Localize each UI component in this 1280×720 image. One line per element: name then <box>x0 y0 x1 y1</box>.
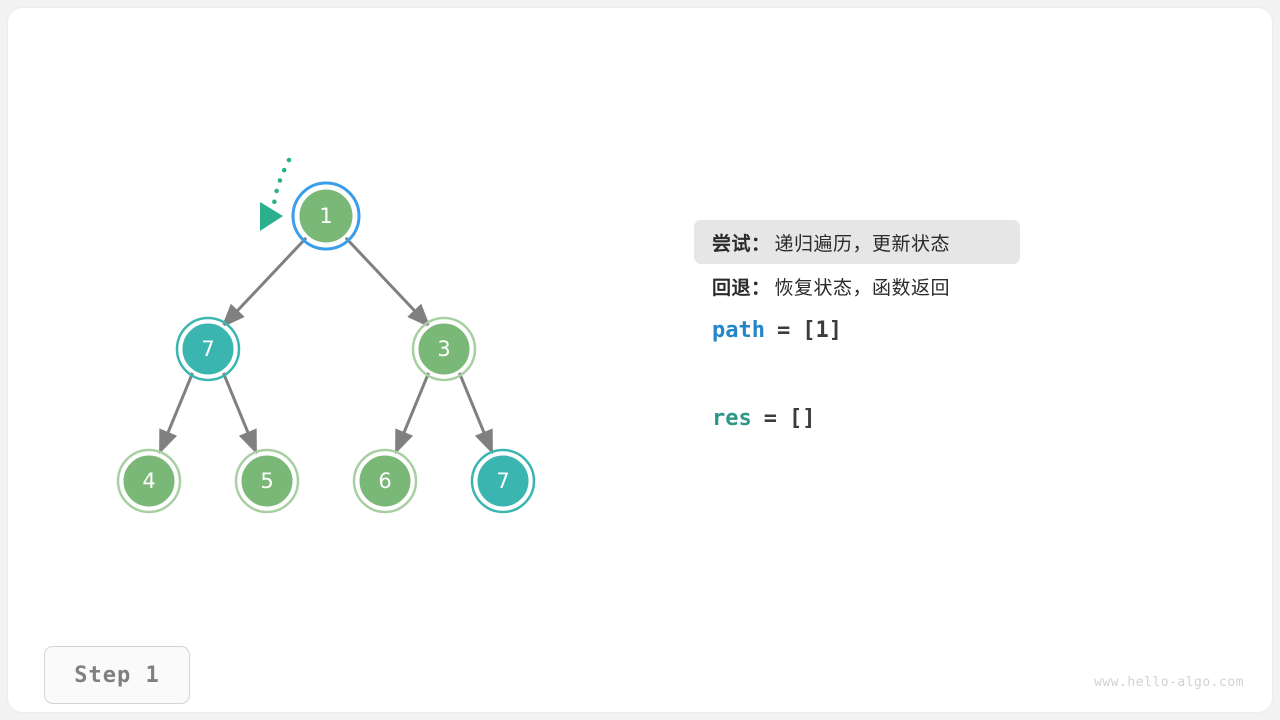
tree-edges <box>158 235 494 455</box>
watermark: www.hello-algo.com <box>1094 675 1244 690</box>
node-circle <box>415 320 473 378</box>
info-row-try: 尝试： 递归遍历，更新状态 <box>694 220 1020 264</box>
node-ring <box>411 316 477 382</box>
variable-name-res: res <box>712 405 752 431</box>
variable-equals-res: = <box>763 405 777 431</box>
edge-7l-to-5 <box>221 371 258 455</box>
edge-1-to-3 <box>343 235 431 328</box>
edge-7l-to-4 <box>158 371 195 455</box>
traversal-pointer-icon <box>260 157 292 231</box>
node-label: 6 <box>378 469 391 493</box>
node-ring <box>234 448 300 514</box>
info-row-backtrack: 回退： 恢复状态，函数返回 <box>694 264 1234 308</box>
variable-row-res: res = [] <box>694 396 1234 440</box>
edge-3-to-6 <box>394 371 431 455</box>
edge-3-to-7r <box>457 371 494 455</box>
info-row-try-body: 递归遍历，更新状态 <box>774 232 951 255</box>
node-label: 3 <box>437 337 450 361</box>
node-label: 7 <box>496 469 509 493</box>
node-label: 7 <box>201 337 214 361</box>
tree-node-7-left[interactable]: 7 <box>175 316 241 382</box>
state-info-panel: 尝试： 递归遍历，更新状态 回退： 恢复状态，函数返回 path = [1] r… <box>694 220 1234 440</box>
binary-tree-diagram: 1 7 3 4 5 6 7 <box>116 157 536 514</box>
variable-value-res: [] <box>789 405 816 431</box>
info-spacer <box>694 352 1234 396</box>
node-ring <box>116 448 182 514</box>
tree-node-4[interactable]: 4 <box>116 448 182 514</box>
node-circle <box>238 452 296 510</box>
tree-node-1[interactable]: 1 <box>291 181 361 251</box>
node-circle <box>120 452 178 510</box>
tree-node-5[interactable]: 5 <box>234 448 300 514</box>
variable-equals-path: = <box>776 317 791 343</box>
node-label: 1 <box>319 204 332 228</box>
node-active-ring <box>291 181 361 251</box>
info-row-backtrack-body: 恢复状态，函数返回 <box>774 276 951 299</box>
node-ring <box>470 448 536 514</box>
info-row-backtrack-label: 回退： <box>712 276 771 299</box>
node-circle <box>474 452 532 510</box>
tree-node-7-right[interactable]: 7 <box>470 448 536 514</box>
node-label: 4 <box>142 469 155 493</box>
step-badge-label: Step 1 <box>74 662 160 688</box>
step-badge: Step 1 <box>44 646 190 704</box>
tree-node-3[interactable]: 3 <box>411 316 477 382</box>
node-ring <box>175 316 241 382</box>
watermark-text: www.hello-algo.com <box>1094 675 1244 690</box>
node-ring <box>352 448 418 514</box>
node-label: 5 <box>260 469 273 493</box>
variable-name-path: path <box>712 317 765 343</box>
variable-value-path: [1] <box>802 317 842 343</box>
node-circle <box>296 186 356 246</box>
info-row-try-label: 尝试： <box>712 232 771 255</box>
edge-1-to-7l <box>221 235 309 328</box>
node-circle <box>356 452 414 510</box>
variable-row-path: path = [1] <box>694 308 1234 352</box>
diagram-canvas: 1 7 3 4 5 6 7 <box>8 8 1272 712</box>
tree-node-6[interactable]: 6 <box>352 448 418 514</box>
node-circle <box>179 320 237 378</box>
